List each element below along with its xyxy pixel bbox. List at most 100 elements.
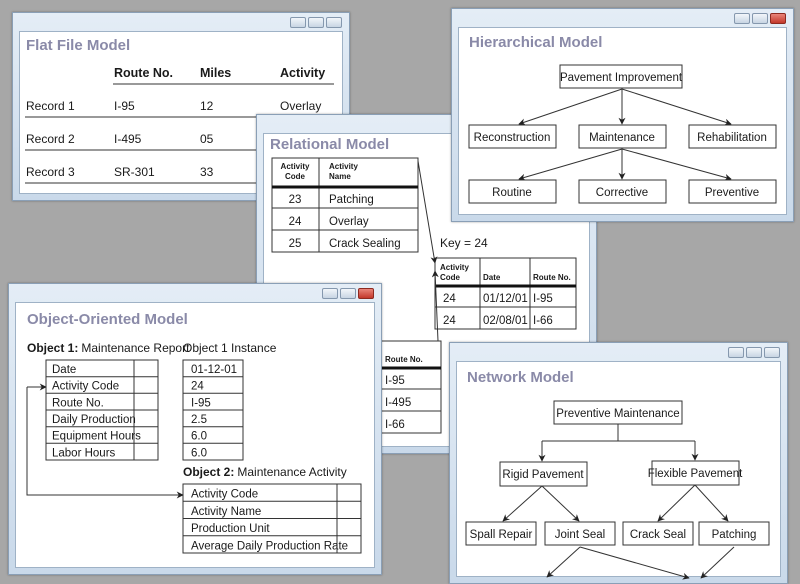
column-header: Activity [329, 162, 358, 171]
svg-text:Preventive Maintenance: Preventive Maintenance [556, 408, 679, 420]
cell: I-95 [533, 293, 553, 305]
cell: 01/12/01 [483, 293, 528, 305]
key-label: Key = 24 [440, 236, 488, 250]
object1-heading: Object 1:Maintenance Report [27, 341, 190, 355]
close-icon[interactable] [764, 347, 780, 358]
svg-text:Joint Seal: Joint Seal [555, 529, 606, 541]
object2-heading: Object 2:Maintenance Activity [183, 465, 347, 479]
minimize-icon[interactable] [322, 288, 338, 299]
svg-text:Activity Code: Activity Code [52, 381, 119, 393]
svg-text:Rigid Pavement: Rigid Pavement [502, 469, 584, 481]
column-header: Code [440, 273, 461, 282]
instance-heading: Object 1 Instance [183, 341, 277, 355]
cell: Patching [329, 194, 374, 206]
maximize-icon[interactable] [340, 288, 356, 299]
cell: I-495 [385, 397, 411, 409]
relation-arrow [417, 160, 438, 264]
cell: Crack Sealing [329, 238, 401, 250]
cell: I-66 [385, 419, 405, 431]
record-label: Record 2 [26, 132, 75, 146]
network-diagram: Network Model Preventive Maintenance Rig… [465, 369, 770, 580]
cell: Overlay [280, 99, 321, 113]
close-icon[interactable] [326, 17, 342, 28]
node: Patching [698, 521, 770, 546]
svg-text:Corrective: Corrective [596, 187, 648, 199]
node: Preventive [688, 179, 777, 204]
column-header: Code [285, 172, 306, 181]
close-icon[interactable] [358, 288, 374, 299]
column-header: Route No. [385, 355, 423, 364]
cell: 25 [289, 238, 302, 250]
record-label: Record 1 [26, 99, 75, 113]
svg-text:Reconstruction: Reconstruction [474, 132, 551, 144]
hierarchical-window[interactable]: Hierarchical Model Pavement Improvement … [451, 8, 794, 222]
svg-text:Crack Seal: Crack Seal [630, 529, 686, 541]
svg-text:Activity Code: Activity Code [191, 489, 258, 501]
cell: I-95 [385, 375, 405, 387]
column-header: Activity [280, 66, 325, 80]
node: Reconstruction [468, 124, 557, 149]
record-label: Record 3 [26, 165, 75, 179]
object2-table: Activity Code Activity Name Production U… [182, 483, 362, 554]
node: Corrective [578, 179, 667, 204]
cell: 33 [200, 165, 214, 179]
minimize-icon[interactable] [734, 13, 750, 24]
node-root: Pavement Improvement [559, 64, 683, 89]
svg-text:Production Unit: Production Unit [191, 523, 270, 535]
network-window[interactable]: Network Model Preventive Maintenance Rig… [449, 342, 788, 584]
cell: I-66 [533, 315, 553, 327]
column-header: Route No. [114, 66, 173, 80]
window-title: Hierarchical Model [469, 34, 602, 51]
node: Routine [468, 179, 557, 204]
svg-text:Daily Production: Daily Production [52, 414, 136, 426]
svg-text:Equipment Hours: Equipment Hours [52, 431, 141, 443]
svg-text:01-12-01: 01-12-01 [191, 364, 237, 376]
minimize-icon[interactable] [290, 17, 306, 28]
cell: I-95 [114, 99, 135, 113]
object-oriented-window[interactable]: Object-Oriented Model Object 1:Maintenan… [8, 283, 382, 575]
svg-text:Average Daily Production Rate: Average Daily Production Rate [191, 540, 348, 552]
window-title: Network Model [467, 369, 574, 386]
cell: 12 [200, 99, 214, 113]
cell: 23 [289, 194, 302, 206]
svg-text:6.0: 6.0 [191, 447, 207, 459]
cell: 24 [443, 293, 456, 305]
maximize-icon[interactable] [746, 347, 762, 358]
activity-table: Activity Code Activity Name 23 Patching … [271, 157, 419, 253]
object1-table: Date Activity Code Route No. Daily Produ… [45, 359, 159, 461]
key-table: Activity Code Date Route No. 24 01/12/01… [434, 257, 577, 330]
column-header: Date [483, 273, 501, 282]
window-title: Flat File Model [26, 37, 130, 54]
svg-text:Routine: Routine [492, 187, 532, 199]
node: Crack Seal [622, 521, 694, 546]
svg-text:Labor Hours: Labor Hours [52, 447, 116, 459]
cell: I-495 [114, 132, 142, 146]
flat-file-window[interactable]: Flat File Model Route No. Miles Activity… [12, 12, 350, 201]
close-icon[interactable] [770, 13, 786, 24]
node: Spall Repair [465, 521, 537, 546]
svg-text:Maintenance: Maintenance [589, 132, 655, 144]
node: Joint Seal [544, 521, 616, 546]
relational-diagram: Relational Model Activity Code Activity … [270, 136, 577, 434]
maximize-icon[interactable] [308, 17, 324, 28]
column-header: Activity [281, 162, 310, 171]
minimize-icon[interactable] [728, 347, 744, 358]
window-controls [734, 13, 786, 24]
instance-table: 01-12-01 24 I-95 2.5 6.0 6.0 [182, 359, 244, 461]
node: Maintenance [578, 124, 667, 149]
column-header: Name [329, 172, 351, 181]
cell: SR-301 [114, 165, 155, 179]
window-controls [290, 17, 342, 28]
svg-text:Spall Repair: Spall Repair [470, 529, 533, 541]
svg-text:Patching: Patching [712, 529, 757, 541]
object-oriented-diagram: Object-Oriented Model Object 1:Maintenan… [26, 311, 362, 554]
maximize-icon[interactable] [752, 13, 768, 24]
cell: 24 [443, 315, 456, 327]
cell: 02/08/01 [483, 315, 528, 327]
svg-text:Date: Date [52, 364, 76, 376]
node: Flexible Pavement [648, 460, 743, 486]
relation-arrow [431, 270, 439, 342]
cell: Overlay [329, 216, 369, 228]
column-header: Miles [200, 66, 231, 80]
svg-text:2.5: 2.5 [191, 414, 207, 426]
